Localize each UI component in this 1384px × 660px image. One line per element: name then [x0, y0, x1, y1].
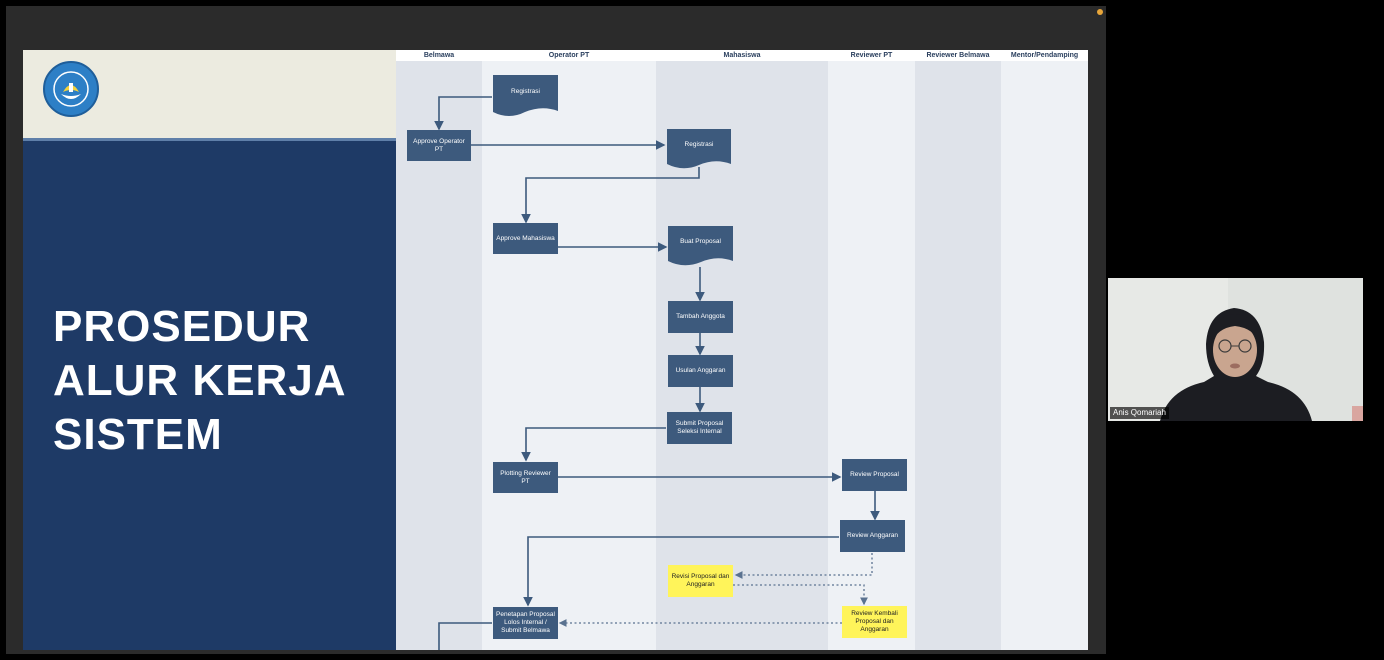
lane-header-operator-pt: Operator PT — [482, 50, 656, 61]
node-review-kembali: Review Kembali Proposal dan Anggaran — [842, 606, 907, 638]
lane-header-reviewer-belmawa: Reviewer Belmawa — [915, 50, 1001, 61]
node-submit-proposal: Submit Proposal Seleksi Internal — [667, 412, 732, 444]
node-approve-operator-pt: Approve Operator PT — [407, 130, 471, 161]
doc-shape-buat-proposal — [668, 226, 733, 266]
participant-video-tile[interactable]: Anis Qomariah — [1108, 278, 1363, 421]
lane-header-mahasiswa: Mahasiswa — [656, 50, 828, 61]
doc-shape-registrasi-mhs — [667, 129, 731, 169]
node-review-anggaran: Review Anggaran — [840, 520, 905, 552]
lane-header-mentor-pendamping: Mentor/Pendamping — [1001, 50, 1088, 61]
node-approve-mahasiswa: Approve Mahasiswa — [493, 223, 558, 254]
node-plotting-reviewer-pt: Plotting Reviewer PT — [493, 462, 558, 493]
slide-title-line-2: ALUR KERJA — [53, 356, 347, 405]
participant-video-feed — [1108, 278, 1363, 421]
node-tambah-anggota: Tambah Anggota — [668, 301, 733, 333]
lane-reviewer-belmawa: Reviewer Belmawa — [915, 50, 1001, 650]
slide-header-band — [23, 50, 396, 141]
lane-header-reviewer-pt: Reviewer PT — [828, 50, 915, 61]
flow-connectors — [434, 75, 880, 650]
node-usulan-anggaran: Usulan Anggaran — [668, 355, 733, 387]
node-registrasi-mahasiswa: Registrasi — [684, 140, 714, 148]
participant-name-tag: Anis Qomariah — [1110, 407, 1169, 419]
node-buat-proposal: Buat Proposal — [680, 237, 721, 245]
workflow-diagram: Belmawa Operator PT Mahasiswa Reviewer P… — [396, 50, 1088, 650]
lane-mentor-pendamping: Mentor/Pendamping — [1001, 50, 1088, 650]
doc-shape-registrasi-op — [493, 75, 558, 116]
node-penetapan-proposal: Penetapan Proposal Lolos Internal / Subm… — [493, 607, 558, 639]
slide-title-line-3: SISTEM — [53, 410, 223, 459]
recording-indicator-icon — [1097, 9, 1103, 15]
lane-operator-pt: Operator PT — [482, 50, 656, 650]
node-review-proposal: Review Proposal — [842, 459, 907, 491]
presentation-slide: PROSEDUR ALUR KERJA SISTEM Belmawa Opera… — [23, 50, 1088, 650]
slide-title: PROSEDUR ALUR KERJA SISTEM — [53, 300, 383, 462]
node-registrasi-operator: Registrasi — [511, 87, 540, 95]
lane-header-belmawa: Belmawa — [396, 50, 482, 61]
institution-logo-icon — [43, 61, 99, 117]
slide-title-line-1: PROSEDUR — [53, 302, 311, 351]
node-revisi-proposal: Revisi Proposal dan Anggaran — [668, 565, 733, 597]
